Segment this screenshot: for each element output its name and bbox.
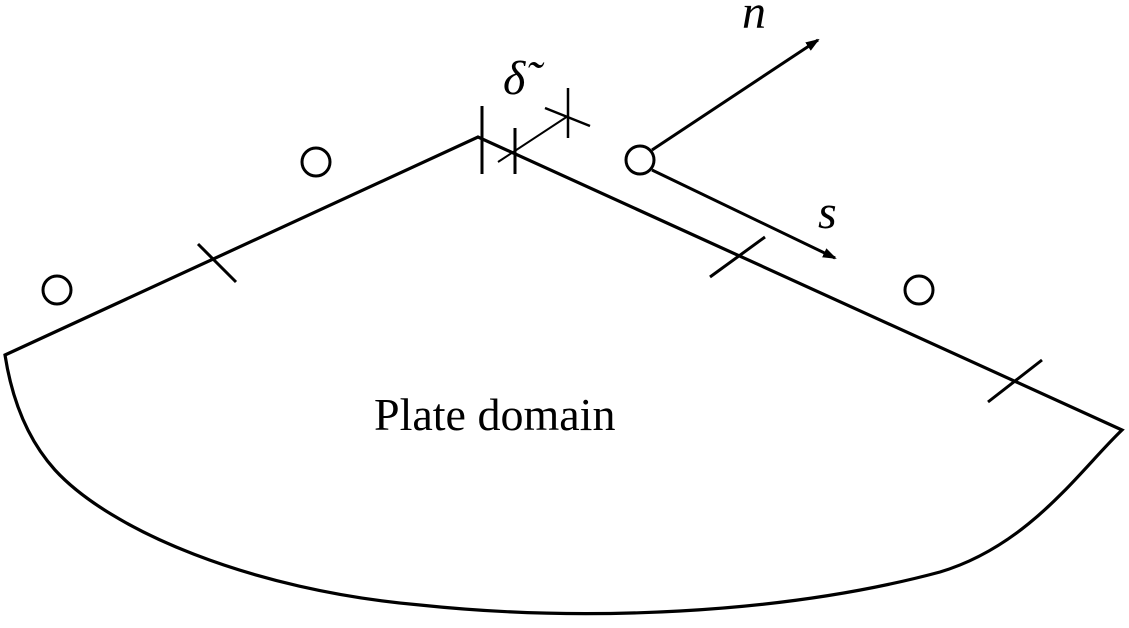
tangent-label: s <box>818 186 837 239</box>
element-tick <box>987 358 1043 404</box>
offset-label: δ̃ <box>503 52 544 105</box>
domain-label: Plate domain <box>374 389 615 440</box>
offset-cross-diagonal <box>544 106 591 128</box>
normal-arrow <box>651 38 820 152</box>
element-tick <box>709 235 766 279</box>
source-point <box>300 146 332 178</box>
plate-boundary <box>3 135 1125 616</box>
element-tick <box>196 242 238 284</box>
normal-label: n <box>742 0 766 39</box>
source-point <box>624 144 656 176</box>
source-point <box>41 274 73 306</box>
offset-line <box>497 115 569 163</box>
source-point <box>903 274 935 306</box>
tangent-arrow <box>651 168 837 260</box>
